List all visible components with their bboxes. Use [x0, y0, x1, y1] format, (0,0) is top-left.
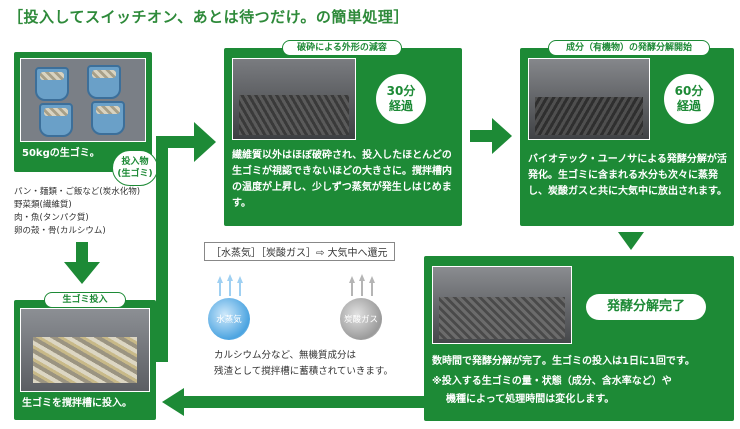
input-items: パン・麺類・ご飯など(炭水化物) 野菜類(繊維質) 肉・魚(タンパク質) 卵の殻…: [14, 186, 184, 238]
co2-stem: [351, 282, 353, 296]
done-panel: 発酵分解完了 数時間で発酵分解が完了。生ゴミの投入は1日に1回です。 ※投入する…: [424, 256, 734, 421]
ferment-time-badge: 60分 経過: [664, 74, 714, 124]
vapor-arrow-icon: [226, 274, 233, 281]
crush-time-line2: 経過: [388, 99, 413, 113]
done-photo: [432, 266, 572, 344]
ferment-tab: 成分（有機物）の発酵分解開始: [548, 40, 710, 56]
done-text-3: 機種によって処理時間は変化します。: [446, 394, 615, 405]
bucket-1: [35, 67, 69, 101]
insert-text: 生ゴミを撹拌槽に投入。: [22, 398, 132, 409]
input-caption: 50kgの生ゴミ。: [22, 148, 100, 159]
insert-tab: 生ゴミ投入: [44, 292, 126, 308]
bucket-4: [91, 101, 125, 135]
co2-arrow-icon: [348, 276, 355, 283]
vapor-bubble: 水蒸気: [208, 298, 250, 340]
ferment-text: バイオテック・ユーノサによる発酵分解が活発化。生ゴミに含まれる水分も次々に蒸発し…: [528, 154, 727, 197]
bucket-3: [39, 103, 73, 137]
done-text-2: ※投入する生ゴミの量・状態（成分、含水率など）や: [432, 376, 672, 387]
co2-arrow-icon: [358, 274, 365, 281]
co2-bubble: 炭酸ガス: [340, 298, 382, 340]
ferment-time-line1: 60分: [674, 84, 704, 98]
crush-text: 繊維質以外はほぼ破砕され、投入したほとんどの生ゴミが視認できないほどの大きさに。…: [232, 150, 452, 209]
residue-note-line1: カルシウム分など、無機質成分は: [214, 350, 357, 361]
ferment-fill: [535, 97, 643, 135]
page-title: ［投入してスイッチオン、あとは待つだけ。の簡単処理］: [8, 8, 409, 26]
input-tag-line2: (生ゴミ): [117, 169, 153, 179]
down-arrow-icon: [64, 242, 100, 284]
buckets-photo: [20, 58, 146, 142]
vapor-arrow-icon: [216, 276, 223, 283]
vapor-stem: [219, 282, 221, 296]
up-right-arrow-icon: [156, 122, 216, 362]
input-panel: 50kgの生ゴミ。: [14, 52, 152, 172]
crush-tab: 破砕による外形の減容: [282, 40, 402, 56]
co2-arrow-icon: [368, 276, 375, 283]
crush-panel: 30分 経過 繊維質以外はほぼ破砕され、投入したほとんどの生ゴミが視認できないほ…: [224, 48, 462, 226]
ferment-panel: 60分 経過 バイオテック・ユーノサによる発酵分解が活発化。生ゴミに含まれる水分…: [520, 48, 734, 226]
down-triangle-icon: [618, 232, 644, 250]
residue-fill: [439, 297, 565, 339]
input-tag-line1: 投入物: [121, 157, 149, 167]
crushed-fill: [239, 95, 349, 135]
emission-label: ［水蒸気］［炭酸ガス］⇨ 大気中へ還元: [204, 242, 395, 261]
vapor-arrow-icon: [236, 276, 243, 283]
input-item: 肉・魚(タンパク質): [14, 213, 89, 223]
bucket-2: [87, 65, 121, 99]
crush-time-badge: 30分 経過: [376, 74, 426, 124]
done-text-1: 数時間で発酵分解が完了。生ゴミの投入は1日に1回です。: [432, 356, 695, 367]
ferment-time-line2: 経過: [676, 99, 701, 113]
insert-panel: 生ゴミを撹拌槽に投入。: [14, 300, 156, 420]
garbage-fill: [33, 337, 137, 383]
crush-time-line1: 30分: [386, 84, 416, 98]
residue-note: カルシウム分など、無機質成分は 残渣として撹拌槽に蓄積されていきます。: [214, 348, 424, 380]
input-tag: 投入物 (生ゴミ): [112, 150, 158, 186]
input-item: 卵の殻・骨(カルシウム): [14, 226, 106, 236]
co2-stem: [371, 282, 373, 296]
co2-stem: [361, 280, 363, 296]
input-item: パン・麺類・ご飯など(炭水化物): [14, 187, 141, 197]
input-item: 野菜類(繊維質): [14, 200, 72, 210]
vapor-stem: [229, 280, 231, 296]
ferment-photo: [528, 58, 650, 140]
insert-photo: [20, 308, 150, 392]
right-arrow-icon: [470, 118, 512, 154]
crush-photo: [232, 58, 356, 140]
done-badge: 発酵分解完了: [586, 294, 706, 320]
residue-note-line2: 残渣として撹拌槽に蓄積されていきます。: [214, 366, 393, 377]
vapor-stem: [239, 282, 241, 296]
left-arrow-icon: [162, 388, 424, 416]
